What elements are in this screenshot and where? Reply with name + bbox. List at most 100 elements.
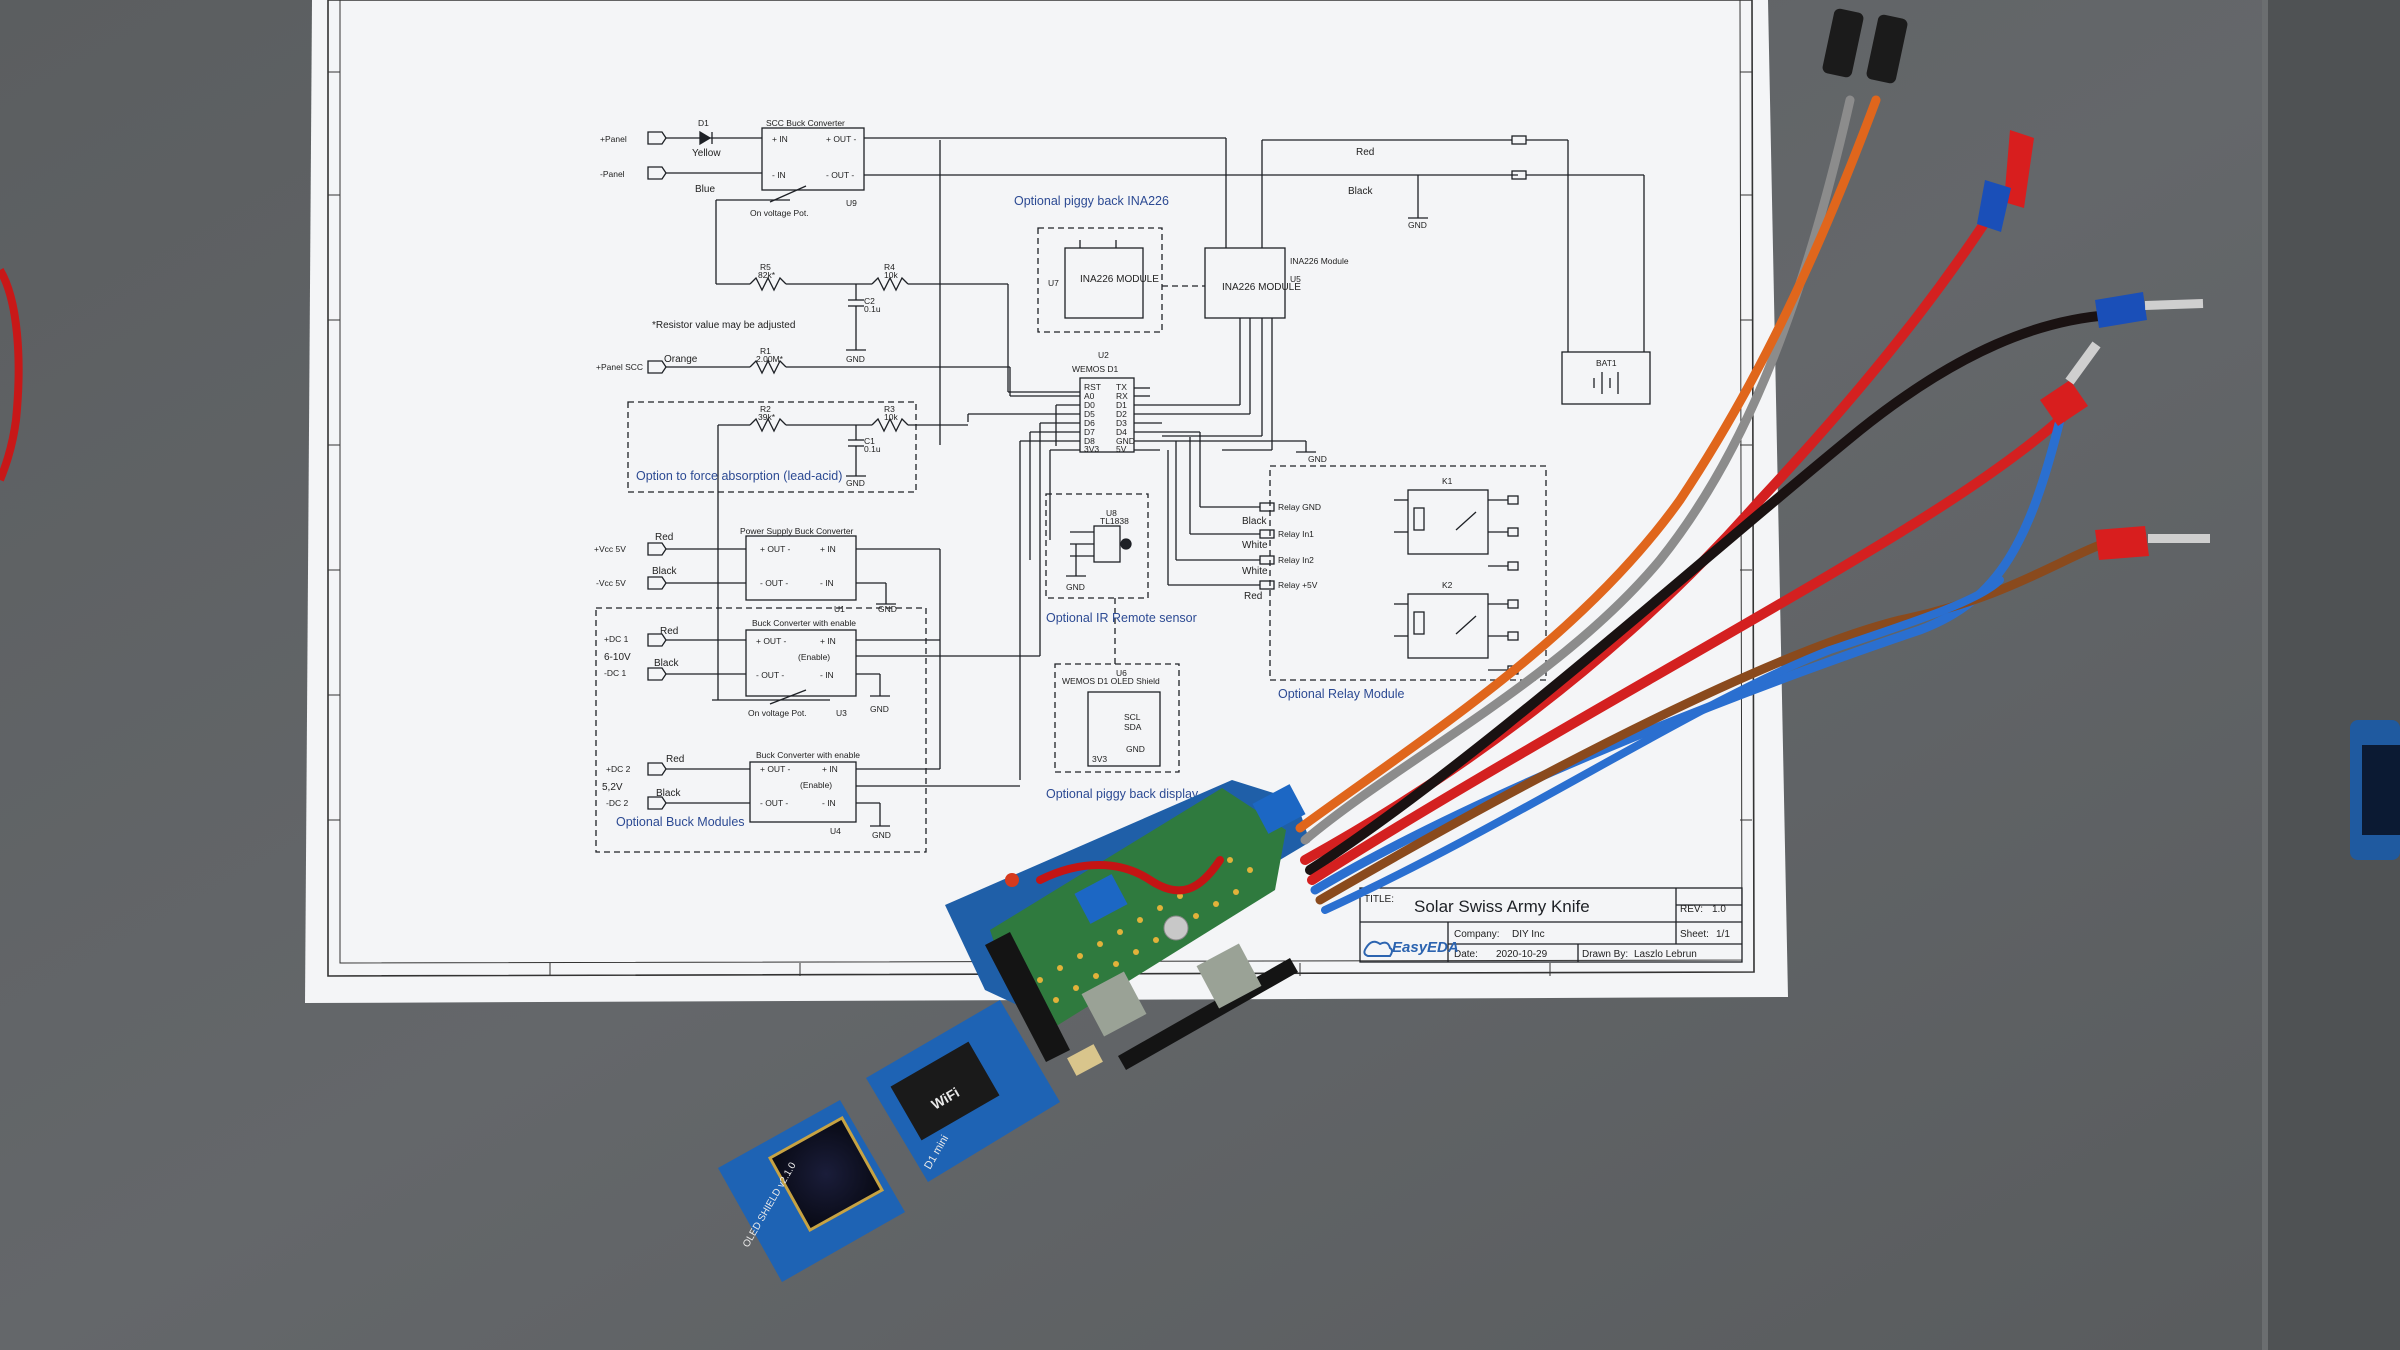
label-enable-1: (Enable) [798,652,830,662]
label-white-relay-1: White [1242,540,1268,551]
wemos-left-pin-3: D0 [1084,400,1095,410]
label-k2: K2 [1442,580,1453,590]
wemos-left-pin-2: A0 [1084,391,1095,401]
label-oled-shield: WEMOS D1 OLED Shield [1062,676,1160,686]
label-black-dc2: Black [656,788,681,799]
label-relay-gnd: Relay GND [1278,502,1321,512]
label-red-dc1: Red [660,626,678,637]
green-proto-pcb [990,788,1286,1030]
label-on-voltage-pot-2: On voltage Pot. [748,708,807,718]
label-c2-value: 0.1u [864,304,881,314]
label-gnd-b1: GND [870,704,889,714]
wemos-left-pin-1: RST [1084,382,1101,392]
label-u9: U9 [846,198,857,208]
sheet-value: 1/1 [1716,929,1730,940]
blue-spade-terminal-1 [1977,180,2011,232]
label-r4: R4 [884,262,895,272]
label-u2: U2 [1098,350,1109,360]
label-gnd-oled: GND [1126,744,1145,754]
label-yellow: Yellow [692,148,721,159]
easyeda-logo: EasyEDA [1363,939,1459,957]
easyeda-logo-text: EasyEDA [1392,939,1459,956]
wemos-left-pin-7: D8 [1084,436,1095,446]
label-b2-plus-out: + OUT - [760,764,790,774]
label-r2: R2 [760,404,771,414]
black-barrel-connector-1 [1822,8,1864,78]
label-relay-in1: Relay In1 [1278,529,1314,539]
label-u6: U6 [1116,668,1127,678]
schematic-text: +Panel -Panel D1 Yellow Blue SCC Buck Co… [594,118,1617,840]
cables [1036,95,2115,914]
label-opt-ir: Optional IR Remote sensor [1046,611,1197,625]
label-u4: U4 [830,826,841,836]
label-scc-plus-in: + IN [772,134,788,144]
label-d1: D1 [698,118,709,128]
red-ring-terminal [2004,130,2034,208]
label-opt-absorption: Option to force absorption (lead-acid) [636,469,842,483]
label-3v3: 3V3 [1092,754,1107,764]
label-opt-ina: Optional piggy back INA226 [1014,194,1169,208]
label-vcc5-minus: -Vcc 5V [596,578,626,588]
label-red-vcc: Red [655,532,673,543]
label-dc1-minus: -DC 1 [604,668,626,678]
rev-value: 1.0 [1712,904,1726,915]
label-gnd-c2: GND [846,354,865,364]
red-spade-terminal-1 [2040,380,2088,426]
label-gnd-c1: GND [846,478,865,488]
wemos-left-pin-6: D7 [1084,427,1095,437]
label-black-bat: Black [1348,186,1373,197]
label-ps-minus-in: - IN [820,578,834,588]
company-label: Company: [1454,929,1500,940]
label-gnd-wemos: GND [1308,454,1327,464]
label-b2-plus-in: + IN [822,764,838,774]
wemos-left-pin-5: D6 [1084,418,1095,428]
blue-wire-2 [1321,576,2004,914]
wemos-left-pin-8: 3V3 [1084,444,1099,454]
label-b1-minus-out: - OUT - [756,670,784,680]
wemos-right-pin-2: RX [1116,391,1128,401]
label-u7: U7 [1048,278,1059,288]
drawn-value: Laszlo Lebrun [1634,949,1697,960]
label-r4-value: 10k [884,270,898,280]
label-6-10v: 6-10V [604,652,631,663]
label-opt-display: Optional piggy back display [1046,787,1199,801]
wemos-right-pin-7: GND [1116,436,1135,446]
label-ps-plus-in: + IN [820,544,836,554]
label-relay-5v: Relay +5V [1278,580,1318,590]
label-ina-module-name: INA226 Module [1290,256,1349,266]
wemos-right-pin-3: D1 [1116,400,1127,410]
label-gnd-ps: GND [878,604,897,614]
label-tl1838: TL1838 [1100,516,1129,526]
label-buck-enable-1: Buck Converter with enable [752,618,856,628]
label-dc1-plus: +DC 1 [604,634,629,644]
black-wire [1305,310,2115,875]
label-black-vcc: Black [652,566,677,577]
capacitor-1 [1163,915,1189,941]
label-on-voltage-pot-1: On voltage Pot. [750,208,809,218]
yellow-component [1067,1044,1103,1076]
label-blue: Blue [695,184,715,195]
label-ps-minus-out: - OUT - [760,578,788,588]
label-opt-relay: Optional Relay Module [1278,687,1405,701]
drawn-label: Drawn By: [1582,949,1628,960]
schematic-drawing [595,127,1743,963]
label-opt-buck: Optional Buck Modules [616,815,745,829]
label-orange: Orange [664,354,698,365]
wemos-right-pin-4: D2 [1116,409,1127,419]
blue-device-screen [2362,745,2400,835]
blue-spade-terminal-2 [2095,292,2147,328]
label-dc2-minus: -DC 2 [606,798,628,808]
label-b1-plus-out: + OUT - [756,636,786,646]
pin-header-left [985,932,1070,1062]
spade-pin-2 [2065,341,2101,385]
label-wemos: WEMOS D1 [1072,364,1119,374]
label-red-dc2: Red [666,754,684,765]
label-buck-enable-2: Buck Converter with enable [756,750,860,760]
label-scl: SCL [1124,712,1141,722]
company-value: DIY Inc [1512,929,1545,940]
wemos-right-pin-1: TX [1116,382,1127,392]
red-spade-terminal-2 [2095,526,2149,560]
date-value: 2020-10-29 [1496,949,1548,960]
label-gnd-b2: GND [872,830,891,840]
